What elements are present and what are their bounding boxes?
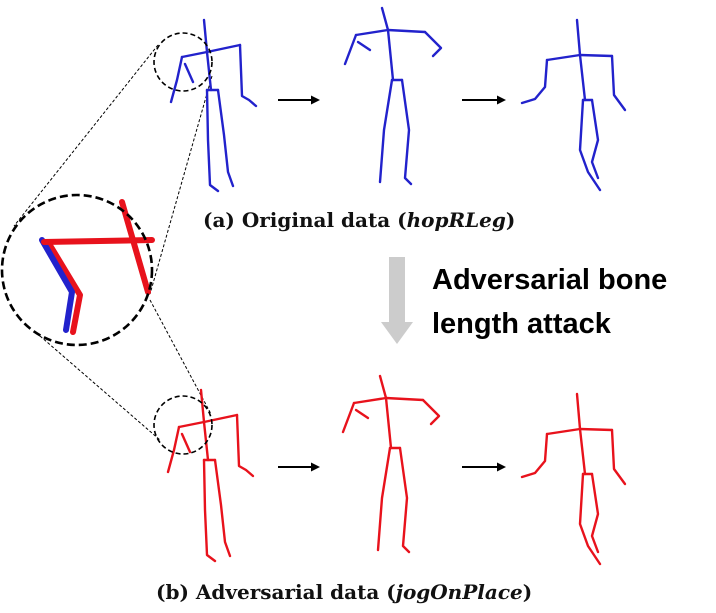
zoom-connector-top-right: [149, 75, 213, 295]
shoulders: [354, 28, 427, 37]
left-leg: [205, 88, 220, 193]
right-leg: [590, 472, 600, 554]
arrow-head: [497, 95, 506, 105]
original-zoom-circle: [153, 32, 213, 92]
attack-arrow-shaft: [389, 257, 405, 323]
zoom-red-arm: [45, 239, 83, 335]
left-forearm: [354, 408, 370, 420]
caption-adversarial: (b) Adversarial data (jogOnPlace): [156, 580, 532, 604]
zoom-inset: [0, 193, 155, 347]
caption-original-prefix: (a) Original data (: [203, 208, 407, 232]
right-leg: [213, 458, 232, 558]
right-leg: [590, 98, 600, 180]
caption-original: (a) Original data (hopRLeg): [203, 208, 515, 232]
zoom-inset-background: [2, 195, 152, 345]
spine: [202, 18, 213, 92]
shoulders: [180, 43, 242, 59]
right-arm: [610, 428, 627, 486]
shoulders: [177, 413, 239, 429]
attack-arrow-head: [381, 322, 413, 344]
shoulders: [545, 53, 614, 62]
right-arm: [423, 30, 443, 58]
arrow-head: [311, 462, 320, 472]
attack-label-line-2: length attack: [432, 308, 611, 340]
adversarial-arrow-1: [278, 462, 320, 472]
arrow-head: [311, 95, 320, 105]
zoom-red-upper-bone: [119, 199, 151, 295]
right-arm: [235, 413, 255, 478]
adversarial-skeleton-2: [341, 374, 441, 554]
zoom-blue-arm: [39, 237, 75, 333]
zoom-dashed-circle: [0, 193, 154, 347]
adversarial-skeleton-3: [520, 392, 627, 566]
caption-original-action: hopRLeg: [406, 208, 506, 232]
left-forearm: [180, 432, 192, 454]
shoulders: [352, 396, 425, 405]
adversarial-arrow-2: [462, 462, 506, 472]
adversarial-zoom-circle: [153, 395, 213, 455]
right-leg: [216, 88, 235, 188]
right-arm: [421, 398, 441, 426]
zoom-connector-top-left: [13, 44, 159, 227]
caption-adversarial-prefix: (b) Adversarial data (: [156, 580, 396, 604]
arrow-head: [497, 462, 506, 472]
left-leg: [202, 458, 217, 563]
spine: [380, 6, 395, 82]
right-arm: [610, 54, 627, 112]
left-arm: [166, 425, 181, 474]
spine: [199, 388, 210, 462]
left-arm: [520, 58, 549, 105]
caption-adversarial-suffix: ): [522, 580, 533, 604]
spine: [378, 374, 393, 450]
attack-label-line-1: Adversarial bone: [432, 264, 668, 296]
left-arm: [341, 401, 356, 434]
right-leg: [398, 446, 411, 554]
original-skeleton-1: [169, 18, 258, 193]
left-leg: [578, 98, 602, 192]
caption-adversarial-action: jogOnPlace: [395, 580, 523, 604]
original-arrow-1: [278, 95, 320, 105]
left-arm: [520, 432, 549, 479]
left-arm: [343, 33, 358, 66]
shoulders: [545, 427, 614, 436]
left-leg: [376, 446, 392, 552]
spine: [575, 18, 587, 102]
original-skeleton-2: [343, 6, 443, 186]
attack-arrow: [381, 257, 413, 344]
spine: [575, 392, 587, 476]
zoom-connector-bottom-left: [39, 335, 161, 441]
left-forearm: [356, 40, 372, 52]
caption-original-suffix: ): [505, 208, 516, 232]
right-leg: [400, 78, 413, 186]
original-arrow-2: [462, 95, 506, 105]
original-skeleton-3: [520, 18, 627, 192]
left-leg: [378, 78, 394, 184]
right-arm: [238, 43, 258, 108]
left-forearm: [183, 62, 195, 84]
left-arm: [169, 55, 184, 104]
left-leg: [578, 472, 602, 566]
adversarial-skeleton-1: [166, 388, 255, 563]
